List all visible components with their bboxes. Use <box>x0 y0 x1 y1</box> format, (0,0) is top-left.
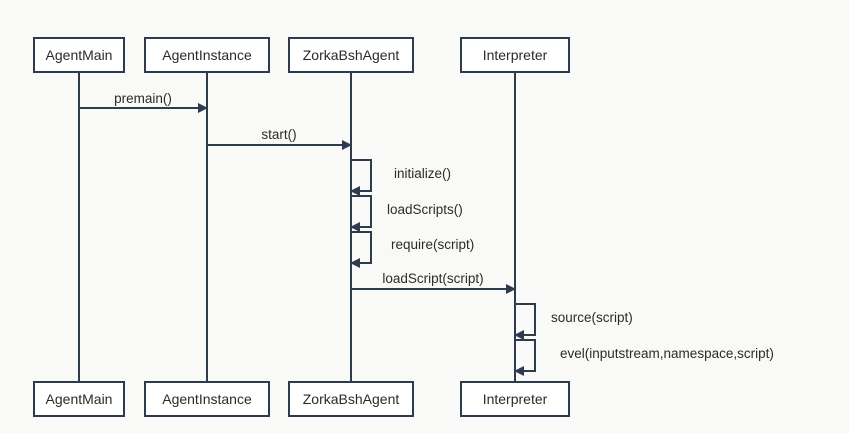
message-label: require(script) <box>391 237 474 252</box>
participant-label: AgentMain <box>46 391 113 407</box>
message-arrow <box>350 231 372 268</box>
message-premain[interactable]: premain() <box>79 91 208 113</box>
participant-label: ZorkaBshAgent <box>303 391 400 407</box>
participant-interpreter-top[interactable]: Interpreter <box>460 37 570 73</box>
message-evel[interactable]: evel(inputstream,namespace,script) <box>514 339 774 376</box>
participant-agent-main-bottom[interactable]: AgentMain <box>33 381 125 417</box>
message-arrow <box>514 339 536 376</box>
message-label: start() <box>261 127 296 142</box>
participant-zorka-bsh-agent-top[interactable]: ZorkaBshAgent <box>288 37 414 73</box>
participant-label: Interpreter <box>483 391 548 407</box>
participants-top: AgentMain AgentInstance ZorkaBshAgent In… <box>33 37 570 73</box>
participants-bottom: AgentMain AgentInstance ZorkaBshAgent In… <box>33 381 570 417</box>
messages: premain() start() initialize() loadScrip… <box>79 91 774 376</box>
message-label: loadScripts() <box>387 202 463 217</box>
message-load-scripts[interactable]: loadScripts() <box>350 195 463 232</box>
message-label: initialize() <box>394 166 451 181</box>
participant-agent-main-top[interactable]: AgentMain <box>33 37 125 73</box>
message-label: source(script) <box>551 310 633 325</box>
message-label: loadScript(script) <box>382 271 483 286</box>
participant-label: Interpreter <box>483 47 548 63</box>
message-label: evel(inputstream,namespace,script) <box>560 346 774 361</box>
message-initialize[interactable]: initialize() <box>350 159 451 196</box>
message-start[interactable]: start() <box>207 127 352 150</box>
participant-interpreter-bottom[interactable]: Interpreter <box>460 381 570 417</box>
message-load-script[interactable]: loadScript(script) <box>351 271 516 294</box>
participant-label: AgentInstance <box>162 391 252 407</box>
participant-zorka-bsh-agent-bottom[interactable]: ZorkaBshAgent <box>288 381 414 417</box>
message-arrow <box>514 303 536 340</box>
lifelines <box>78 72 516 382</box>
message-label: premain() <box>114 91 172 106</box>
message-source[interactable]: source(script) <box>514 303 633 340</box>
participant-label: AgentMain <box>46 47 113 63</box>
participant-label: AgentInstance <box>162 47 252 63</box>
message-arrow <box>350 159 372 196</box>
message-require[interactable]: require(script) <box>350 231 474 268</box>
message-arrow <box>350 195 372 232</box>
participant-agent-instance-top[interactable]: AgentInstance <box>144 37 270 73</box>
participant-label: ZorkaBshAgent <box>303 47 400 63</box>
participant-agent-instance-bottom[interactable]: AgentInstance <box>144 381 270 417</box>
